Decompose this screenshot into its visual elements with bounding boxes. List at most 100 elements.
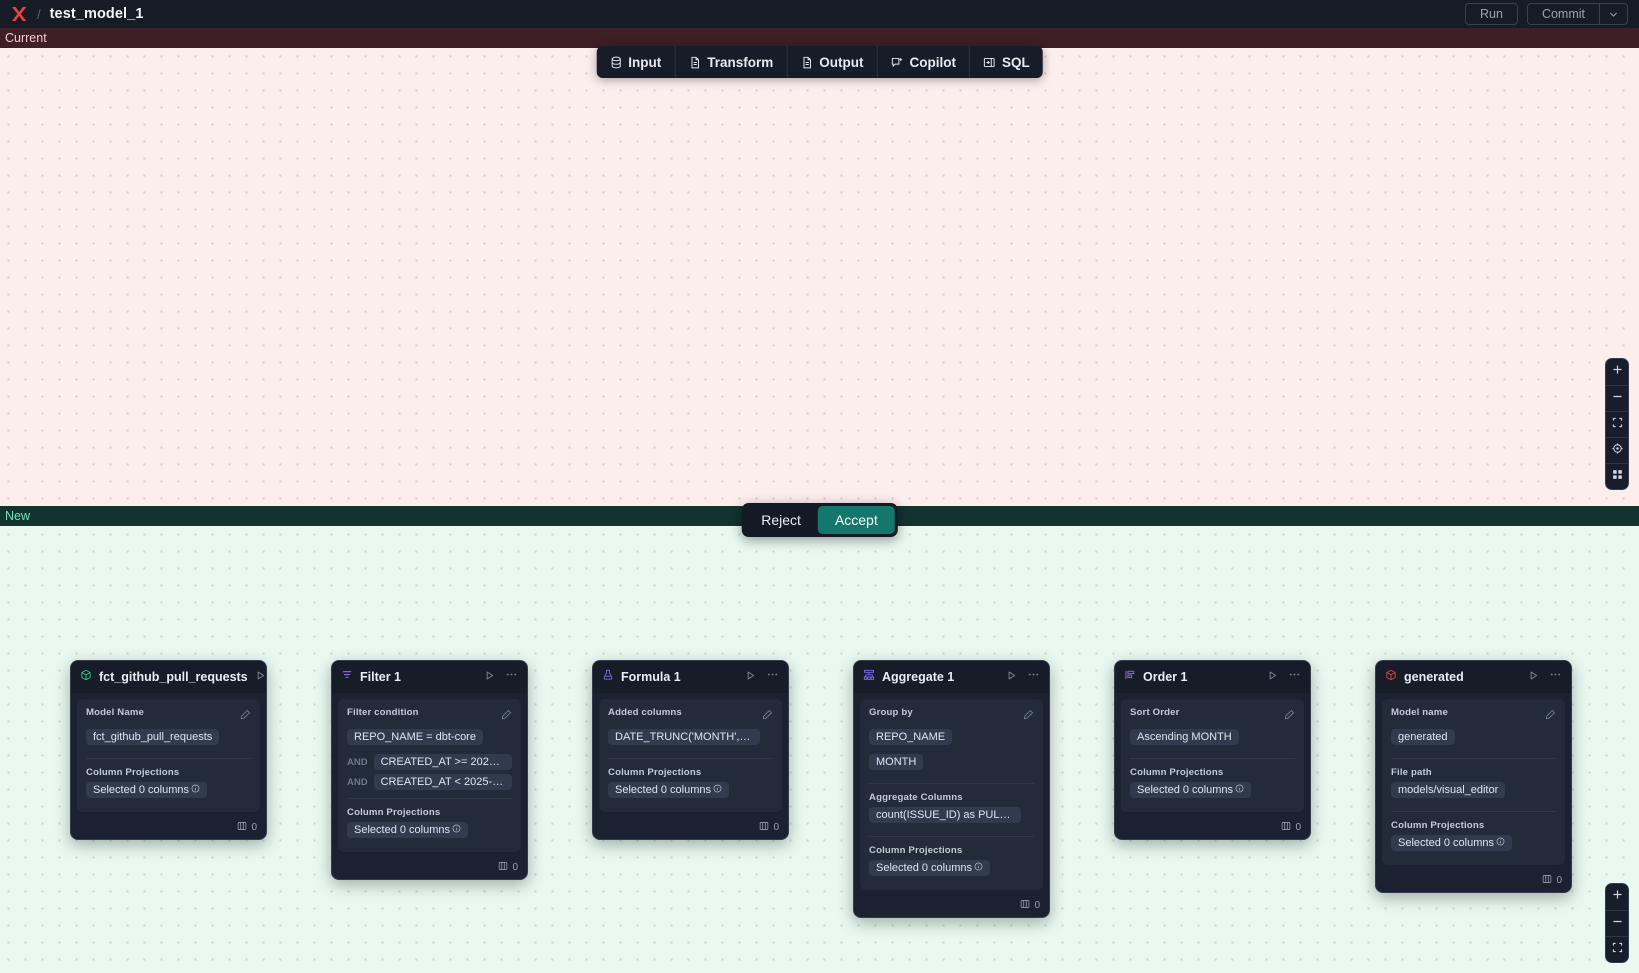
order-icon [1124,668,1136,686]
field-value-chip[interactable]: REPO_NAME = dbt-core [347,729,483,745]
field-value-chip[interactable]: DATE_TRUNC('MONTH', CREATED_AT… [608,729,760,745]
play-icon[interactable] [484,668,495,686]
toolbar-item-output[interactable]: Output [786,46,876,78]
info-icon[interactable] [713,784,722,795]
info-icon[interactable] [1235,784,1244,795]
toolbar-item-label: Copilot [909,54,957,70]
info-icon[interactable] [1496,837,1505,848]
chip-text: Selected 0 columns [93,784,189,796]
field-value-chip[interactable]: MONTH [869,754,924,770]
run-button[interactable]: Run [1465,3,1518,25]
play-icon[interactable] [1267,668,1278,686]
field-value-chip[interactable]: models/visual_editor [1391,782,1506,798]
filter-condition-row: AND CREATED_AT < 2025-03-01 [347,774,512,790]
zoom-in-button[interactable] [1606,884,1628,910]
pencil-icon[interactable] [1545,707,1556,725]
node-footer: 0 [71,818,266,839]
toolbar-item-label: Input [628,54,662,70]
toolbar-item-sql[interactable]: SQL [969,46,1043,78]
node-footer: 0 [332,858,527,879]
canvas-current[interactable] [0,48,1639,506]
field-value-chip[interactable]: count(ISSUE_ID) as PULL_REQUEST_… [869,807,1021,823]
condition-chip[interactable]: CREATED_AT >= 2024-12-01 [373,754,512,770]
toolbar-item-copilot[interactable]: Copilot [876,46,970,78]
fit-to-screen-button[interactable] [1606,411,1628,437]
field-label: Column Projections [1130,767,1224,778]
field-value-chip[interactable]: Selected 0 columns [1391,835,1512,851]
toolbar-item-label: Output [819,54,864,70]
node-header[interactable]: Order 1 [1115,661,1310,693]
node-header[interactable]: Aggregate 1 [854,661,1049,693]
app-logo-icon[interactable] [8,3,30,25]
columns-icon [1281,821,1291,834]
field-value-chip[interactable]: Selected 0 columns [86,782,207,798]
zoom-in-button[interactable] [1606,359,1628,385]
field-value-chip[interactable]: Selected 0 columns [869,860,990,876]
field-value-chip[interactable]: Selected 0 columns [608,782,729,798]
play-icon[interactable] [1006,668,1017,686]
reject-button[interactable]: Reject [744,506,818,534]
pencil-icon[interactable] [501,707,512,725]
fit-screen-icon [1611,941,1624,959]
condition-operator: AND [347,776,368,788]
play-icon[interactable] [745,668,756,686]
info-icon[interactable] [452,824,461,835]
zoom-out-button[interactable] [1606,385,1628,411]
more-horizontal-icon[interactable] [766,668,779,686]
more-horizontal-icon[interactable] [1288,668,1301,686]
field-value-chip[interactable]: generated [1391,729,1455,745]
more-horizontal-icon[interactable] [505,668,518,686]
columns-icon [237,821,247,834]
columns-icon [498,861,508,874]
commit-button[interactable]: Commit [1528,4,1599,24]
play-icon[interactable] [1528,668,1539,686]
field-value-chip[interactable]: Ascending MONTH [1130,729,1239,745]
node-header[interactable]: Formula 1 [593,661,788,693]
condition-chip[interactable]: CREATED_AT < 2025-03-01 [373,774,512,790]
field-label: Column Projections [347,807,441,818]
pencil-icon[interactable] [1284,707,1295,725]
node-footer: 0 [1115,818,1310,839]
toolbar-item-transform[interactable]: Transform [674,46,786,78]
field-value-chip[interactable]: REPO_NAME [869,729,953,745]
toggle-grid-button[interactable] [1606,463,1628,489]
node-header[interactable]: fct_github_pull_requests [71,661,266,693]
field-label: Model Name [86,707,145,718]
field-value-chip[interactable]: Selected 0 columns [1130,782,1251,798]
more-horizontal-icon[interactable] [1549,668,1562,686]
info-icon[interactable] [974,862,983,873]
chip-text: count(ISSUE_ID) as PULL_REQUEST_… [876,809,1021,821]
more-horizontal-icon[interactable] [1027,668,1040,686]
chevron-down-icon[interactable] [1599,4,1627,24]
pencil-icon[interactable] [1023,707,1034,725]
toolbar-item-input[interactable]: Input [596,46,674,78]
field-value-chip[interactable]: Selected 0 columns [347,822,468,838]
field-value-chip[interactable]: fct_github_pull_requests [86,729,220,745]
zoom-out-button[interactable] [1606,910,1628,936]
node-column-count: 0 [773,822,779,833]
database-icon [609,56,622,69]
pencil-icon[interactable] [240,707,251,725]
accept-button[interactable]: Accept [817,506,895,534]
lock-viewport-button[interactable] [1606,437,1628,463]
node-footer: 0 [593,818,788,839]
pencil-icon[interactable] [762,707,773,725]
field-label: Group by [869,707,913,718]
node-header[interactable]: Filter 1 [332,661,527,693]
play-icon[interactable] [255,668,266,686]
filter-icon [341,668,353,686]
node-header[interactable]: generated [1376,661,1571,693]
zoom-out-icon [1611,390,1624,408]
info-icon[interactable] [191,784,200,795]
fit-to-screen-button[interactable] [1606,936,1628,962]
